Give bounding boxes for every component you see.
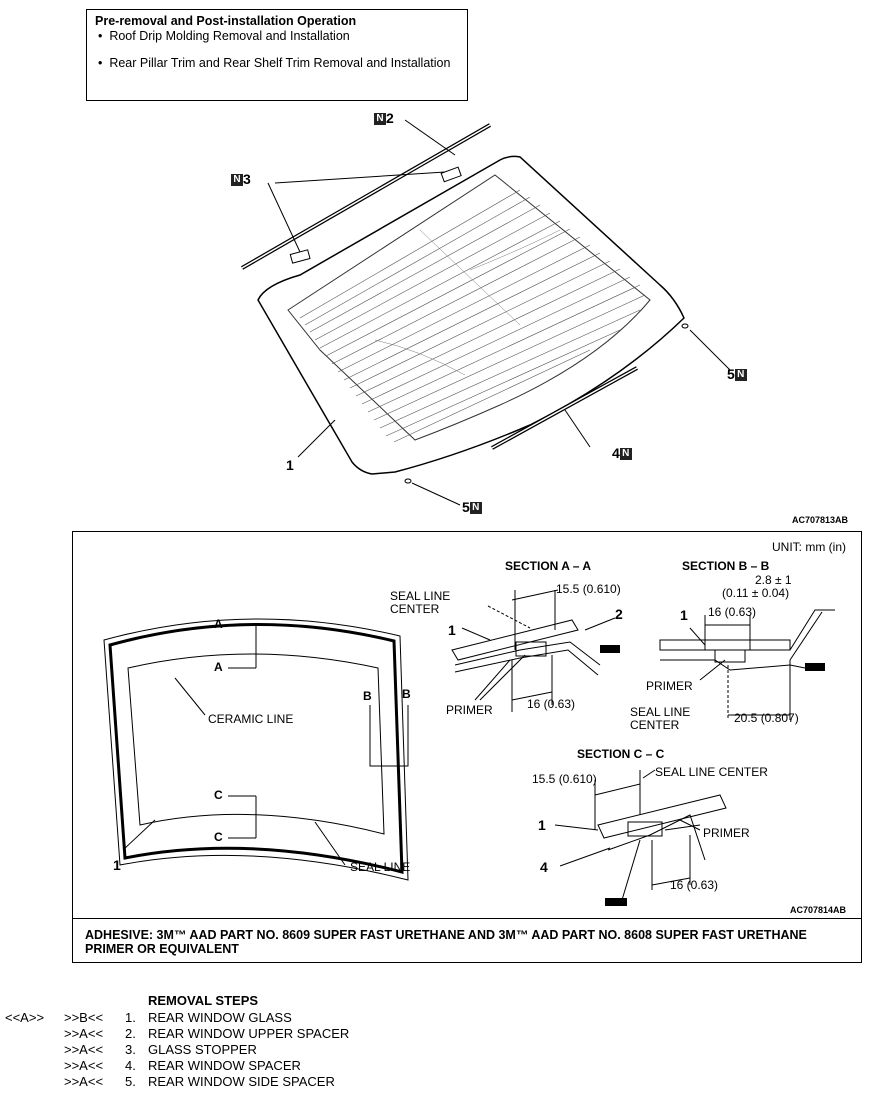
detail-diagram — [103, 589, 835, 906]
step-row: <<A>>>>B<< 1.REAR WINDOW GLASS — [5, 1010, 292, 1025]
section-c-callout-1: 1 — [538, 817, 546, 833]
seal-line-center-c: SEAL LINE CENTER — [655, 765, 768, 779]
section-b-callout-1: 1 — [680, 607, 688, 623]
ceramic-line-label: CERAMIC LINE — [208, 712, 294, 726]
marker-b-right: B — [402, 687, 411, 701]
section-c-title: SECTION C – C — [577, 747, 665, 761]
callout-1: 1 — [286, 457, 294, 473]
primer-c: PRIMER — [703, 826, 750, 840]
figure-code-detail: AC707814AB — [790, 905, 847, 915]
marker-c-top: C — [214, 788, 223, 802]
step-row: >>A<< 4.REAR WINDOW SPACER — [64, 1058, 301, 1073]
dim-a-top: 15.5 (0.610) — [556, 582, 621, 596]
section-c-callout-4: 4 — [540, 859, 548, 875]
dim-c-bottom: 16 (0.63) — [670, 878, 719, 892]
figure-code-top: AC707813AB — [792, 515, 849, 525]
dim-b-top: 16 (0.63) — [708, 605, 757, 619]
unit-label: UNIT: mm (in) — [772, 540, 846, 554]
marker-a-top: A — [214, 617, 223, 631]
front-view-callout-1: 1 — [113, 857, 121, 873]
seal-line-label: SEAL LINE — [350, 860, 411, 874]
dim-b-gap-in: (0.11 ± 0.04) — [722, 586, 790, 600]
marker-c-bottom: C — [214, 830, 223, 844]
step-row: >>A<< 5.REAR WINDOW SIDE SPACER — [64, 1074, 335, 1089]
pre-removal-title: Pre-removal and Post-installation Operat… — [95, 14, 357, 28]
pre-removal-item: • Rear Pillar Trim and Rear Shelf Trim R… — [98, 56, 451, 70]
marker-b-left: B — [363, 689, 372, 703]
dim-c-top: 15.5 (0.610) — [532, 772, 597, 786]
adhesive-note: ADHESIVE: 3M™ AAD PART NO. 8609 SUPER FA… — [72, 918, 862, 963]
section-b-title: SECTION B – B — [682, 559, 770, 573]
primer-a: PRIMER — [446, 703, 493, 717]
removal-steps-list: <<A>>>>B<< 1.REAR WINDOW GLASS >>A<< 2.R… — [0, 1010, 500, 1090]
dim-b-bottom: 20.5 (0.807) — [734, 711, 799, 725]
dim-b-gap: 2.8 ± 1 — [755, 573, 792, 587]
dim-a-bottom: 16 (0.63) — [527, 697, 576, 711]
section-a-callout-1: 1 — [448, 622, 456, 638]
removal-steps-title: REMOVAL STEPS — [148, 993, 259, 1008]
exploded-view-diagram — [241, 119, 731, 506]
section-a-title: SECTION A – A — [505, 559, 592, 573]
pre-removal-box: Pre-removal and Post-installation Operat… — [86, 9, 468, 101]
step-row: >>A<< 2.REAR WINDOW UPPER SPACER — [64, 1026, 350, 1041]
marker-a-bottom: A — [214, 660, 223, 674]
step-row: >>A<< 3.GLASS STOPPER — [64, 1042, 257, 1057]
pre-removal-item: • Roof Drip Molding Removal and Installa… — [98, 29, 350, 43]
section-a-callout-2: 2 — [615, 606, 623, 622]
primer-b: PRIMER — [646, 679, 693, 693]
